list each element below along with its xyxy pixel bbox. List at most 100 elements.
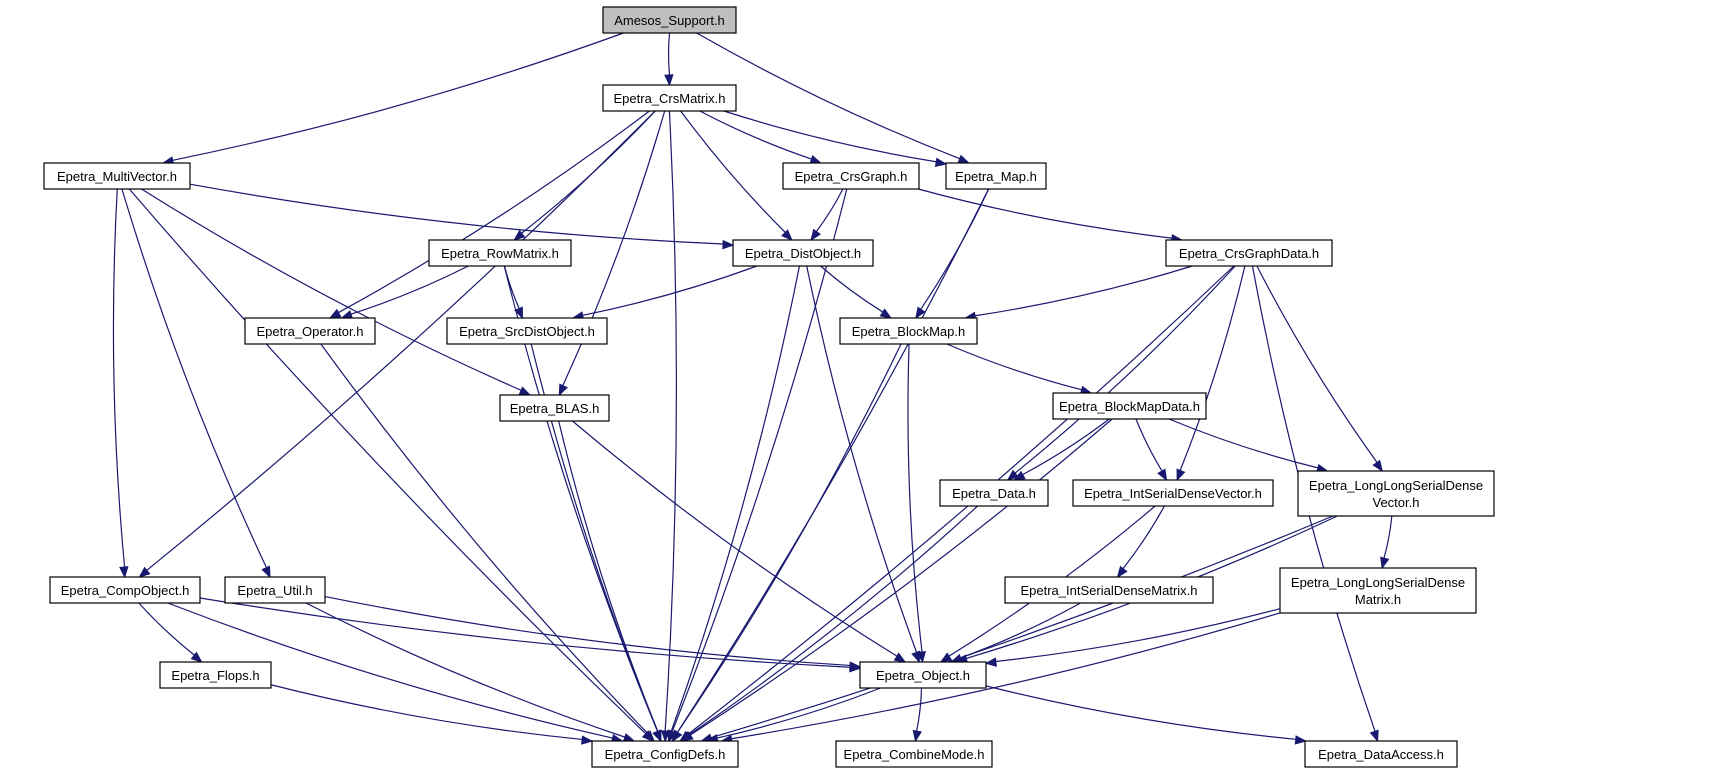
edge-object-to-data_access [985, 685, 1307, 745]
edge-operator-to-config_defs [320, 343, 656, 742]
node-row-matrix[interactable]: Epetra_RowMatrix.h [428, 239, 572, 267]
node-box [1304, 740, 1458, 768]
edge-crs_matrix-to-dist_object [680, 110, 793, 241]
edge-blas-to-object [572, 420, 907, 663]
edge-block_map-to-object [907, 343, 926, 664]
arrowhead-icon [809, 155, 823, 164]
node-label: Epetra_Map.h [955, 169, 1037, 184]
edge-line [503, 265, 520, 309]
node-comp-object[interactable]: Epetra_CompObject.h [49, 576, 201, 604]
node-box [1072, 479, 1274, 507]
node-src-dist-object[interactable]: Epetra_SrcDistObject.h [446, 317, 608, 345]
node-label: Epetra_ConfigDefs.h [605, 747, 726, 762]
arrowhead-icon [939, 652, 953, 663]
edge-line [324, 595, 851, 667]
edge-flops-to-config_defs [270, 684, 594, 745]
node-box [602, 6, 737, 34]
edge-longlong_serial_dense_vector-to-longlong_serial_dense_matrix [1380, 515, 1393, 570]
edge-object-to-combine_mode [912, 687, 923, 743]
edge-line [687, 265, 1235, 735]
node-label: Epetra_Flops.h [171, 668, 259, 683]
arrowhead-icon [1006, 469, 1019, 481]
node-operator[interactable]: Epetra_Operator.h [244, 317, 376, 345]
node-data-access[interactable]: Epetra_DataAccess.h [1304, 740, 1458, 768]
arrowhead-icon [957, 154, 971, 164]
node-box [49, 576, 201, 604]
edge-multi_vector-to-util [121, 188, 271, 579]
edge-line [199, 597, 851, 668]
node-label: Epetra_LongLongSerialDense [1291, 575, 1465, 590]
edge-line [338, 110, 650, 314]
edge-line [1014, 265, 1236, 474]
edge-line [1179, 265, 1246, 471]
edge-line [1122, 505, 1165, 570]
edge-int_serial_dense_vector-to-int_serial_dense_matrix [1116, 505, 1165, 579]
node-block-map-data[interactable]: Epetra_BlockMapData.h [1052, 392, 1207, 420]
node-combine-mode[interactable]: Epetra_CombineMode.h [835, 740, 993, 768]
arrowhead-icon [671, 729, 683, 743]
node-box [224, 576, 326, 604]
edge-line [305, 602, 626, 738]
edge-line [1135, 418, 1163, 472]
arrowhead-icon [261, 565, 271, 579]
node-block-map[interactable]: Epetra_BlockMap.h [839, 317, 978, 345]
node-int-serial-dense-vector[interactable]: Epetra_IntSerialDenseVector.h [1072, 479, 1274, 507]
node-crs-matrix[interactable]: Epetra_CrsMatrix.h [602, 84, 737, 112]
node-multi-vector[interactable]: Epetra_MultiVector.h [43, 162, 191, 190]
node-label: Epetra_MultiVector.h [57, 169, 177, 184]
edge-row_matrix-to-src_dist_object [503, 265, 524, 320]
edge-multi_vector-to-config_defs [128, 188, 654, 742]
node-box [43, 162, 191, 190]
node-crs-graph[interactable]: Epetra_CrsGraph.h [782, 162, 920, 190]
edge-multi_vector-to-blas [141, 188, 532, 396]
node-blas[interactable]: Epetra_BLAS.h [499, 394, 610, 422]
edge-line [270, 684, 583, 741]
arrowhead-icon [912, 729, 922, 743]
node-util[interactable]: Epetra_Util.h [224, 576, 326, 604]
node-label: Epetra_CombineMode.h [844, 747, 985, 762]
node-map[interactable]: Epetra_Map.h [945, 162, 1047, 190]
node-dist-object[interactable]: Epetra_DistObject.h [732, 239, 874, 267]
edge-line [146, 110, 656, 571]
edge-line [320, 343, 649, 734]
edge-crs_matrix-to-map [723, 110, 948, 167]
edge-block_map-to-block_map_data [946, 343, 1093, 395]
edge-dist_object-to-block_map [820, 265, 893, 319]
edge-line [696, 32, 960, 160]
edge-blas-to-config_defs [558, 420, 662, 743]
node-int-serial-dense-matrix[interactable]: Epetra_IntSerialDenseMatrix.h [1004, 576, 1214, 604]
edge-line [688, 505, 979, 736]
edge-block_map_data-to-int_serial_dense_vector [1135, 418, 1168, 482]
edge-multi_vector-to-comp_object [112, 188, 129, 579]
node-flops[interactable]: Epetra_Flops.h [159, 661, 272, 689]
arrowhead-icon [581, 735, 594, 745]
node-box [939, 479, 1049, 507]
node-label: Epetra_Operator.h [257, 324, 364, 339]
node-config-defs[interactable]: Epetra_ConfigDefs.h [591, 740, 739, 768]
node-data[interactable]: Epetra_Data.h [939, 479, 1049, 507]
edge-util-to-object [324, 595, 862, 671]
arrowhead-icon [328, 308, 342, 319]
node-label: Epetra_LongLongSerialDense [1309, 478, 1483, 493]
node-object[interactable]: Epetra_Object.h [859, 661, 987, 689]
node-crs-graph-data[interactable]: Epetra_CrsGraphData.h [1165, 239, 1333, 267]
node-box [244, 317, 376, 345]
edge-line [670, 265, 801, 732]
edge-crs_matrix-to-crs_graph [699, 110, 823, 164]
arrowhead-icon [558, 383, 568, 397]
node-label: Matrix.h [1355, 592, 1401, 607]
edge-line [138, 602, 195, 656]
node-amesos-support[interactable]: Amesos_Support.h [602, 6, 737, 34]
arrowhead-icon [1013, 470, 1026, 481]
arrowhead-icon [513, 229, 526, 241]
arrowhead-icon [119, 566, 129, 579]
edge-block_map_data-to-data [1013, 418, 1110, 481]
node-label: Epetra_DataAccess.h [1318, 747, 1444, 762]
arrowhead-icon [1116, 565, 1128, 579]
edge-line [920, 188, 990, 310]
edge-line [710, 515, 1334, 739]
edge-block_map_data-to-longlong_serial_dense_vector [1168, 418, 1329, 474]
node-label: Vector.h [1373, 495, 1420, 510]
